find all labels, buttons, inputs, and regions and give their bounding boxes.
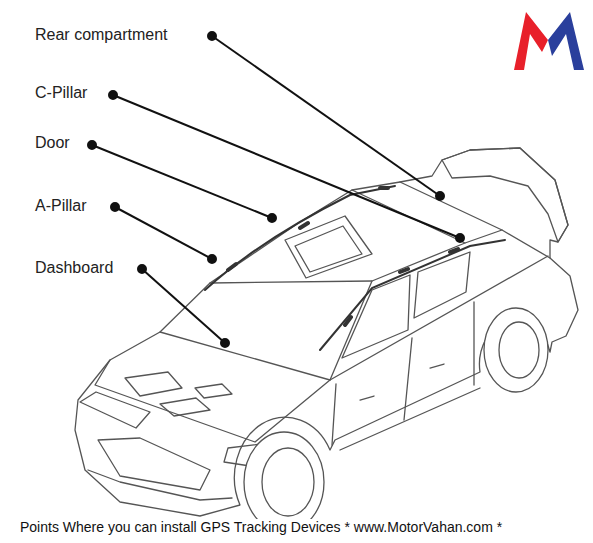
leader-line	[115, 207, 212, 259]
rear-wheel	[484, 308, 548, 392]
rear-rim	[499, 322, 539, 378]
front-wheel	[244, 432, 324, 532]
part-label: Dashboard	[34, 259, 114, 277]
leader-line	[142, 269, 225, 343]
leader-dot	[138, 265, 146, 273]
caption: Points Where you can install GPS Trackin…	[20, 519, 502, 535]
headlight	[80, 392, 150, 428]
leader-line	[212, 36, 440, 196]
door-handle	[360, 396, 374, 400]
windshield	[160, 281, 372, 380]
grille	[98, 438, 210, 490]
leader-line	[113, 95, 460, 238]
roof-rail-wiring	[320, 240, 505, 350]
logo-blue	[548, 12, 584, 70]
leader-dot	[456, 234, 464, 242]
bumper-line	[88, 470, 232, 500]
leader-dot	[208, 255, 216, 263]
leader-dot	[221, 339, 229, 347]
hood-vent	[125, 372, 182, 396]
door-seam	[473, 302, 474, 385]
leader-dot	[208, 32, 216, 40]
part-label: Door	[34, 134, 71, 152]
rear-side-window	[414, 252, 470, 318]
part-label: C-Pillar	[34, 84, 88, 102]
door-seam	[404, 338, 412, 420]
sill	[340, 388, 480, 450]
spoiler	[442, 148, 568, 242]
trunk-line	[502, 230, 550, 258]
sunroof	[285, 216, 372, 278]
part-label: A-Pillar	[34, 197, 88, 215]
airbag-module	[228, 188, 458, 325]
leader-dot	[109, 91, 117, 99]
part-label: Rear compartment	[34, 26, 169, 44]
car-body	[75, 148, 578, 516]
leader-dot	[436, 192, 444, 200]
leader-dot	[88, 141, 96, 149]
leader-dot	[111, 203, 119, 211]
hood	[95, 360, 330, 442]
hood-vent	[195, 384, 232, 398]
leader-line	[92, 145, 272, 218]
door-seam	[332, 384, 336, 445]
door-handle	[430, 364, 444, 368]
leader-dot	[268, 214, 276, 222]
logo-red	[514, 12, 548, 70]
hood-vent	[160, 398, 210, 416]
front-rim	[262, 448, 314, 516]
sunroof-inner	[295, 226, 362, 272]
